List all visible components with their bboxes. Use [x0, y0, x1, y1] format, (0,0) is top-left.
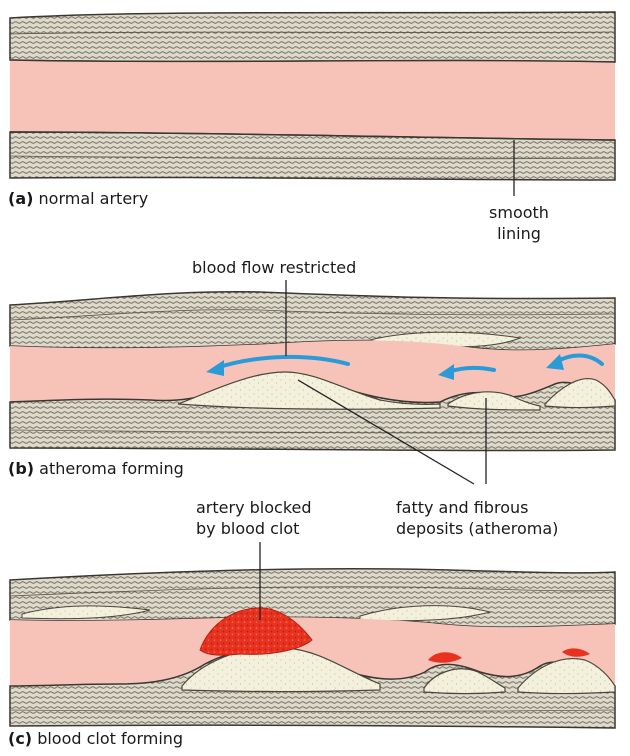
fatty-deposits-line-1: fatty and fibrous: [396, 497, 558, 518]
panel-a-upper-wall: [10, 12, 615, 62]
panel-b-letter: (b): [8, 459, 34, 478]
blood-flow-restricted-label: blood flow restricted: [192, 257, 356, 278]
panel-b-caption: (b) atheroma forming: [8, 458, 184, 479]
panel-b-caption-text: atheroma forming: [39, 459, 184, 478]
panel-c-caption: (c) blood clot forming: [8, 728, 183, 749]
artery-blocked-line-1: artery blocked: [196, 497, 312, 518]
panel-a-caption-text: normal artery: [39, 189, 149, 208]
fatty-deposits-line-2: deposits (atheroma): [396, 518, 558, 539]
panel-b-artery: [10, 292, 615, 451]
panel-a-artery: [10, 12, 615, 180]
smooth-lining-line-1: smooth: [474, 202, 564, 223]
panel-c-caption-text: blood clot forming: [37, 729, 183, 748]
panel-a-caption: (a) normal artery: [8, 188, 148, 209]
artery-blocked-line-2: by blood clot: [196, 518, 312, 539]
artery-blocked-label: artery blocked by blood clot: [196, 497, 312, 539]
smooth-lining-line-2: lining: [474, 223, 564, 244]
fatty-deposits-label: fatty and fibrous deposits (atheroma): [396, 497, 558, 539]
panel-a-letter: (a): [8, 189, 33, 208]
panel-c-letter: (c): [8, 729, 32, 748]
smooth-lining-label: smooth lining: [474, 202, 564, 244]
panel-b-upper-wall: [10, 292, 615, 351]
panel-c-artery: [10, 569, 615, 728]
panel-a-lumen: [10, 60, 615, 140]
